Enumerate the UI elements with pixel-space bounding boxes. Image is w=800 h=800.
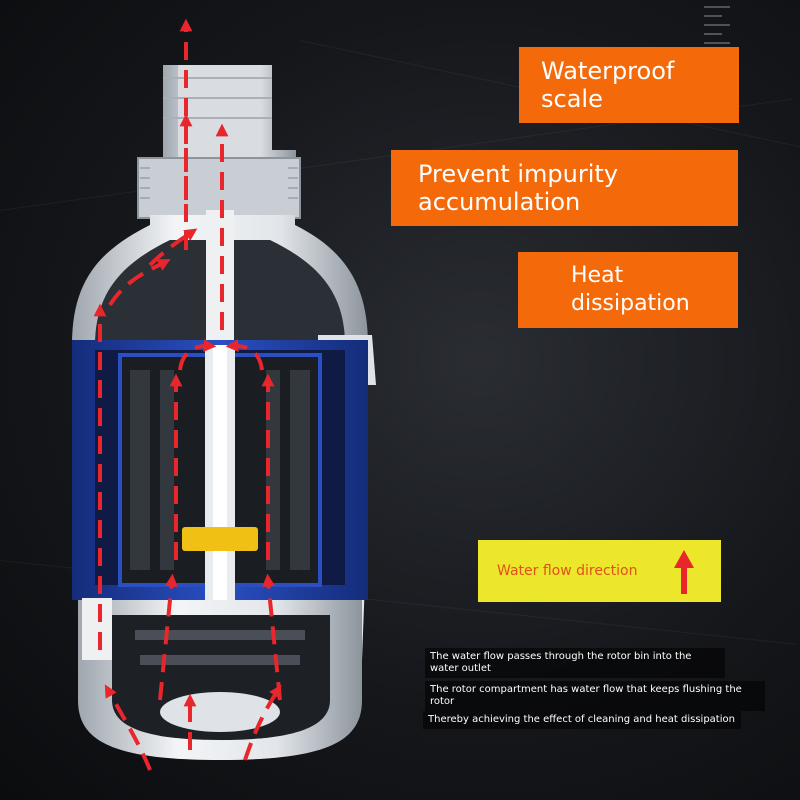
flow-arrow-group	[93, 18, 282, 771]
pump-cutaway-illustration	[72, 18, 376, 771]
water-flow-legend: Water flow direction	[478, 540, 721, 602]
heat-dissipation-label: Heat dissipation	[518, 252, 738, 328]
note-cleaning-heat: Thereby achieving the effect of cleaning…	[423, 711, 741, 729]
prevent-impurity-label: Prevent impurity accumulation	[391, 150, 738, 226]
scale-icon	[704, 6, 730, 44]
waterproof-scale-label: Waterproof scale	[519, 47, 739, 123]
note-rotor-flushing: The rotor compartment has water flow tha…	[425, 681, 765, 711]
legend-text: Water flow direction	[497, 563, 638, 579]
note-rotor-bin: The water flow passes through the rotor …	[425, 648, 725, 678]
flow-arrow-icon	[674, 550, 694, 594]
